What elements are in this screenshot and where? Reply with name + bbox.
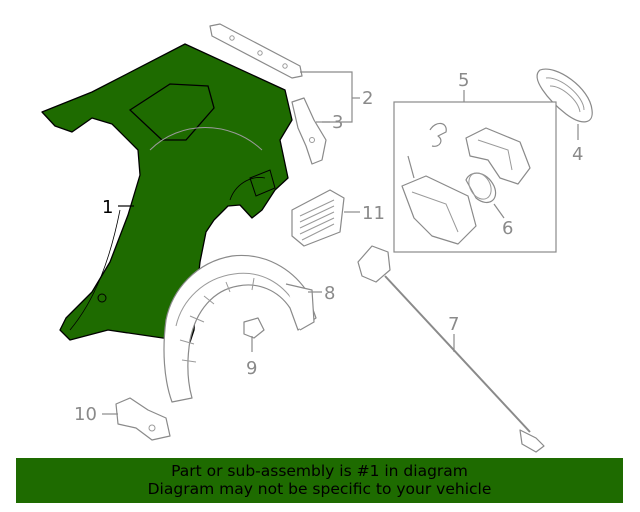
reinforcement-strip-part-2[interactable]: [209, 23, 303, 79]
callout-3: 3: [332, 112, 343, 133]
wheelhouse-liner-part-8[interactable]: [163, 254, 317, 403]
callout-2-bracket-line: [300, 71, 353, 123]
callout-6-leader: [493, 203, 505, 219]
emblem-part-4[interactable]: [536, 68, 593, 123]
fuel-door-assembly-part-5[interactable]: [393, 101, 557, 253]
callout-11: 11: [362, 203, 385, 224]
clip-part-9[interactable]: [243, 317, 265, 339]
parts-diagram: 1 2 3 4 5 6 7 8 9 10 11: [41, 23, 593, 453]
callout-7: 7: [448, 314, 459, 335]
banner-line-1: Part or sub-assembly is #1 in diagram: [171, 462, 468, 480]
callout-5: 5: [458, 70, 469, 91]
callout-4: 4: [572, 144, 583, 165]
vent-grille-part-11[interactable]: [291, 189, 345, 247]
gasket-part-6[interactable]: [464, 169, 495, 203]
callout-8: 8: [324, 283, 335, 304]
callout-2: 2: [362, 88, 373, 109]
quarter-panel-part-1[interactable]: [41, 43, 293, 343]
callout-9: 9: [246, 358, 257, 379]
lower-bracket-part-10[interactable]: [115, 397, 171, 441]
callout-1: 1: [102, 197, 113, 218]
release-cable-part-7[interactable]: [357, 245, 545, 453]
banner-line-2: Diagram may not be specific to your vehi…: [147, 480, 492, 498]
callout-6: 6: [502, 218, 513, 239]
bracket-part-3[interactable]: [291, 97, 327, 165]
callout-10: 10: [74, 404, 97, 425]
info-banner: Part or sub-assembly is #1 in diagram Di…: [16, 458, 623, 503]
